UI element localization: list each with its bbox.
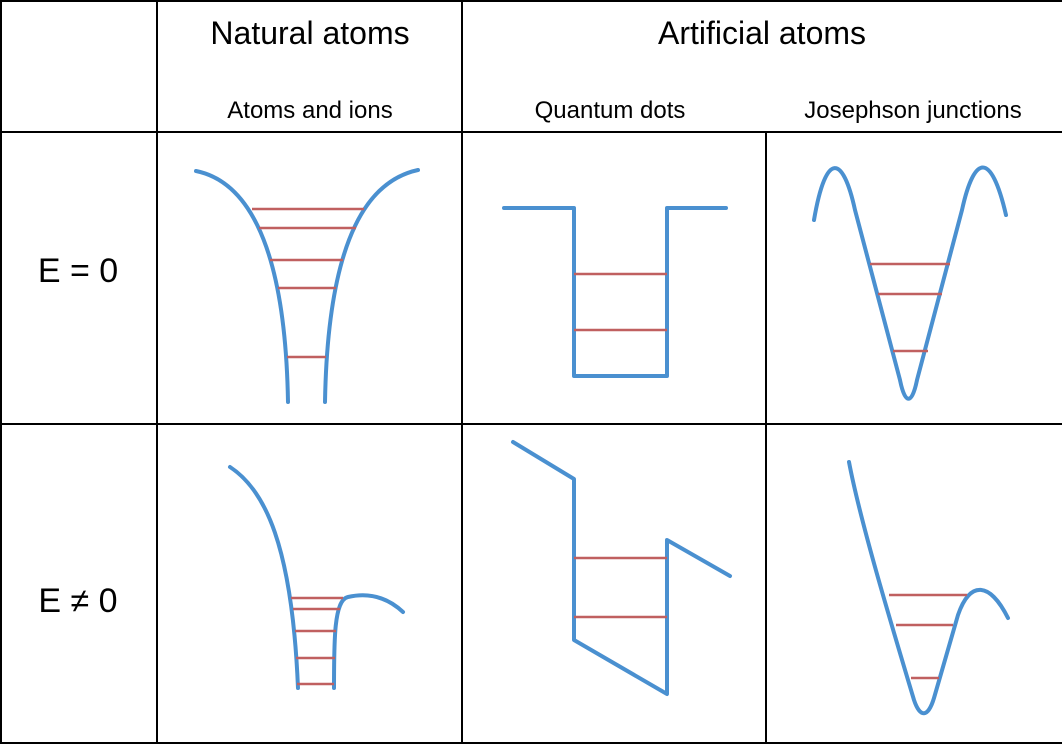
cosine-potential: [812, 165, 1008, 401]
subheader-atoms-ions: Atoms and ions: [227, 97, 392, 124]
quantum-dot-well-e-nonzero: [511, 440, 732, 696]
header-natural-atoms: Natural atoms: [210, 15, 409, 51]
subheader-josephson-junctions: Josephson junctions: [804, 97, 1021, 124]
row-label-e-zero: E = 0: [38, 252, 118, 290]
subheader-quantum-dots: Quantum dots: [535, 97, 686, 124]
quantum-dot-well-e-zero: [502, 206, 728, 378]
tilted-coulomb-potential-left: [228, 465, 300, 690]
tilted-cosine-potential: [847, 460, 1010, 716]
square-well-potential: [502, 206, 728, 378]
josephson-well-e-nonzero: [847, 460, 1010, 716]
natural-atom-well-e-nonzero: [228, 465, 405, 690]
tilted-coulomb-potential-right: [332, 593, 405, 690]
header-artificial-atoms: Artificial atoms: [658, 15, 866, 51]
natural-atom-well-e-zero: [194, 168, 420, 404]
coulomb-potential-left: [194, 169, 290, 404]
row-label-e-nonzero: E ≠ 0: [38, 582, 117, 620]
tilted-square-well-potential: [511, 440, 732, 696]
josephson-well-e-zero: [812, 165, 1008, 401]
coulomb-potential-right: [323, 168, 420, 404]
